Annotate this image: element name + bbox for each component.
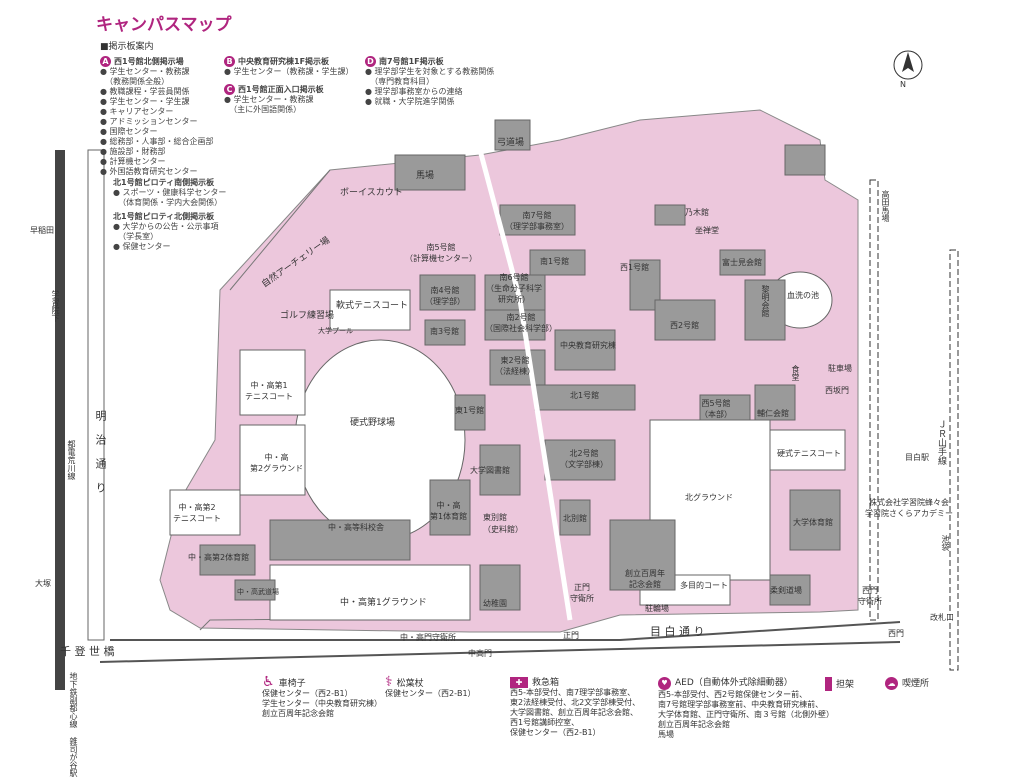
label-minami7: 南7号館（理学部事務室） [505, 211, 569, 231]
label-meiji-dori: 明 治 通 り [94, 410, 107, 493]
label-hard-tennis: 硬式テニスコート [777, 449, 841, 458]
label-boyscout: ボーイスカウト [340, 188, 403, 198]
label-mejiro-dori: 目 白 通 り [650, 625, 705, 638]
label-minami6: 南6号館（生命分子科学研究所） [486, 273, 542, 304]
first-aid-icon: ✚ [510, 677, 528, 688]
label-babaj: 馬場 [416, 171, 435, 181]
label-seimon-guard: 正門守衛所 [570, 583, 594, 603]
legend-first-aid: ✚救急箱 西5-本部受付、南7理学部事務室、東2法経棟受付、北2文学部棟受付、大… [510, 677, 641, 737]
stretcher-icon [825, 677, 832, 691]
label-baseball: 硬式野球場 [350, 418, 396, 428]
label-metro: 地下鉄副都心線 雑司が谷駅 [69, 672, 78, 777]
label-minami4: 南4号館（理学部） [425, 286, 465, 306]
label-gakushuin-shita: 学習院下 [51, 290, 60, 322]
label-higashi2: 東2号館（法経棟） [495, 356, 535, 376]
label-minami3: 南3号館 [430, 327, 460, 336]
label-waseda: 早稲田 [30, 226, 54, 235]
label-kindergarten: 幼稚園 [483, 599, 507, 608]
label-gakushu: 輔仁会館 [757, 409, 789, 418]
label-west-gate: 西門 [888, 629, 904, 638]
notice-board-kita1-south: 北1号館ピロティ南側掲示板 ● スポーツ・健康科学センター （体育関係・学内大会… [113, 178, 227, 207]
label-minami1: 南1号館 [540, 257, 570, 266]
label-library: 大学図書館 [470, 466, 510, 475]
label-higashi1: 東1号館 [455, 406, 485, 415]
label-fujimi: 富士見会館 [722, 258, 762, 267]
label-higashi-annex: 東別館 [483, 513, 507, 522]
label-nishizaka-gate: 西坂門 [825, 386, 849, 395]
label-nishi5: 西5号館（本部） [700, 399, 732, 419]
label-takadanobaba: 高田馬場 [881, 190, 890, 222]
label-pool: 大学プール [318, 327, 353, 335]
notice-board-kita1-north: 北1号館ピロティ北側掲示板 ● 大学からの公告・公示事項 （学長室） ● 保健セ… [113, 212, 219, 251]
label-gym: 大学体育館 [793, 518, 833, 527]
label-west-gate-guard: 西門守衛所 [858, 586, 882, 606]
label-shiryo: （史料館） [483, 525, 523, 534]
label-minami2: 南2号館（国際社会科学部） [485, 313, 557, 333]
label-main-gate: 正門 [563, 631, 579, 640]
label-central: 中央教育研究棟 [560, 341, 616, 350]
label-soft-tennis: 軟式テニスコート [336, 301, 409, 311]
label-senzoku: 千 登 世 橋 [60, 645, 115, 658]
label-kita2: 北2号館（文学部棟） [560, 449, 608, 469]
label-company: 株式会社学習院蜂々会学習院さくらアカデミー [865, 498, 953, 518]
label-jr-line: ＪＲ山手線 [936, 420, 946, 465]
label-otsuka: 大塚 [35, 579, 51, 588]
label-judo: 柔剣道場 [770, 586, 802, 595]
label-bicycle: 駐輪場 [645, 604, 669, 613]
label-golf: ゴルフ練習場 [280, 311, 335, 321]
label-minami5: 南5号館（計算機センター） [405, 243, 477, 263]
campus-map [55, 50, 959, 690]
label-parking: 駐車場 [828, 364, 852, 373]
aed-icon: ♥ [658, 677, 671, 690]
label-ikebukuro: 池袋 [941, 535, 950, 551]
label-chuko-ground1: 中・高第1グラウンド [340, 598, 427, 608]
label-chuko-gym2: 中・高第2体育館 [188, 553, 250, 562]
label-mejiro-station: 目白駅 [905, 453, 929, 462]
label-zen: 坐禅堂 [695, 226, 719, 235]
label-nogi: 乃木館 [685, 208, 709, 217]
label-kyudo: 弓道場 [497, 138, 525, 148]
label-chuko-gate: 中高門 [468, 649, 492, 658]
label-kitabekkan: 北別館 [563, 514, 587, 523]
smoking-icon: ☁ [885, 677, 898, 690]
label-north-ground: 北グラウンド [685, 493, 733, 502]
notice-header: ■掲示板案内 [100, 42, 154, 52]
legend-aed: ♥AED（自動体外式除細動器） 西5-本部受付、西2号館保健センター前、南7号館… [658, 677, 834, 739]
label-nishi2: 西2号館 [670, 321, 700, 330]
label-chuko-gate-guard: 中・高門守衛所 [400, 633, 456, 642]
page-title: キャンパスマップ [96, 15, 232, 35]
label-reimei: 黎明会館 [761, 285, 770, 317]
label-tamoku: 多目的コート [680, 581, 728, 590]
north-label: N [900, 80, 906, 89]
label-nishi1: 西1号館 [620, 263, 650, 272]
label-shokudo: 食堂 [791, 365, 800, 381]
label-chuko-gym1: 中・高第1体育館 [430, 501, 468, 521]
wheelchair-icon: ♿ [262, 674, 275, 690]
legend-smoking: ☁喫煙所 [885, 677, 929, 690]
label-hyakunen: 創立百周年記念会館 [625, 569, 665, 589]
label-chuko-ground2: 中・高第2グラウンド [250, 453, 304, 473]
label-chuko-kyudo: 中・高武道場 [237, 588, 279, 596]
label-chuko-school: 中・高等科校舎 [328, 523, 384, 532]
legend-cane: ⚕松葉杖 保健センター（西2-B1） [385, 674, 476, 698]
cane-icon: ⚕ [385, 674, 393, 690]
label-pond: 血洗の池 [787, 291, 819, 300]
label-kita1: 北1号館 [570, 391, 600, 400]
label-ticket-gate: 改札口 [930, 613, 954, 622]
label-toden: 都電荒川線 [67, 440, 76, 480]
legend-wheelchair: ♿車椅子 保健センター（西2-B1）学生センター（中央教育研究棟）創立百周年記念… [262, 674, 382, 718]
legend-stretcher: 担架 [825, 677, 854, 691]
